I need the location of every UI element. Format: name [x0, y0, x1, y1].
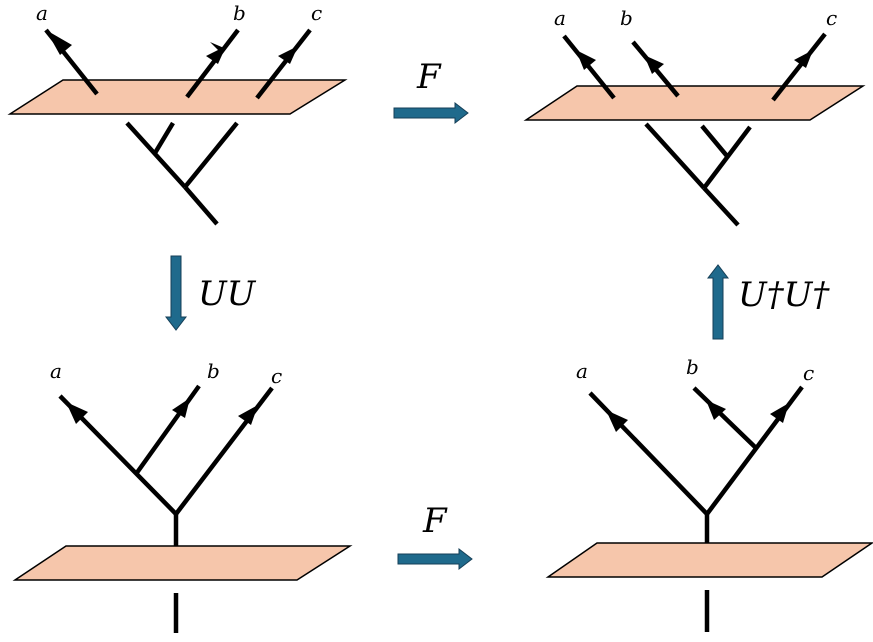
tl-base-leg — [183, 185, 219, 226]
tr-arrow-c — [794, 50, 813, 68]
move-arrow-bottom: F — [397, 501, 473, 571]
tl-label-b: b — [233, 1, 246, 25]
tl-line-c — [255, 28, 312, 100]
bl-label-c: c — [271, 364, 282, 388]
tr-left-branch — [644, 122, 706, 190]
move-label-top: F — [416, 57, 442, 97]
tl-label-c: c — [311, 1, 322, 25]
panel-top-left: a b c — [7, 1, 348, 226]
br-inner-branch — [692, 386, 757, 449]
move-arrow-top-shape — [393, 101, 469, 125]
tr-right-branch — [702, 125, 752, 190]
move-label-bottom: F — [422, 501, 448, 541]
tr-line-c — [771, 32, 827, 102]
bl-arrow-b — [172, 398, 190, 418]
tl-line-b — [185, 28, 240, 99]
move-arrow-left: UU — [164, 255, 257, 331]
panel-top-right: a b c — [523, 6, 866, 227]
tl-label-a: a — [36, 1, 48, 25]
tr-label-b: b — [620, 6, 633, 30]
bl-label-a: a — [50, 359, 62, 383]
tl-arrow-a — [46, 30, 72, 55]
move-arrow-top: F — [393, 57, 469, 125]
bl-arrow-c — [238, 405, 258, 425]
panel-bottom-right: a b c — [545, 355, 873, 632]
tr-label-a: a — [554, 6, 566, 30]
br-arrow-b — [706, 400, 726, 420]
panel-bottom-left: a b c — [12, 359, 353, 633]
br-label-b: b — [686, 355, 699, 379]
move-arrow-right: U†U† — [706, 264, 830, 340]
tr-plane — [523, 85, 866, 121]
bl-right-branch — [174, 386, 274, 516]
tl-left-branch — [125, 121, 187, 189]
bl-plane — [12, 545, 353, 581]
br-arrow-c — [770, 403, 789, 423]
bl-arrow-a — [66, 402, 88, 424]
tl-plane — [7, 79, 348, 115]
tr-label-c: c — [826, 6, 837, 30]
move-arrow-left-shape — [164, 255, 188, 331]
tr-line-a — [562, 34, 616, 100]
br-label-a: a — [576, 359, 588, 383]
tl-arrow-b-head — [206, 46, 226, 64]
tl-right-branch — [183, 121, 239, 189]
bl-label-b: b — [207, 359, 220, 383]
tr-base-leg — [702, 186, 740, 227]
br-label-c: c — [803, 361, 814, 385]
move-arrow-bottom-shape — [397, 547, 473, 571]
move-label-left: UU — [198, 274, 257, 314]
move-arrow-right-shape — [706, 264, 730, 340]
br-arrow-a — [606, 410, 628, 432]
tr-arrow-b — [644, 55, 664, 74]
tl-inner-branch — [153, 121, 175, 155]
move-label-right: U†U† — [738, 275, 830, 315]
tr-arrow-a — [576, 50, 596, 70]
br-plane — [545, 542, 873, 578]
tr-inner-branch — [700, 124, 729, 158]
tl-arrow-c — [278, 46, 298, 64]
